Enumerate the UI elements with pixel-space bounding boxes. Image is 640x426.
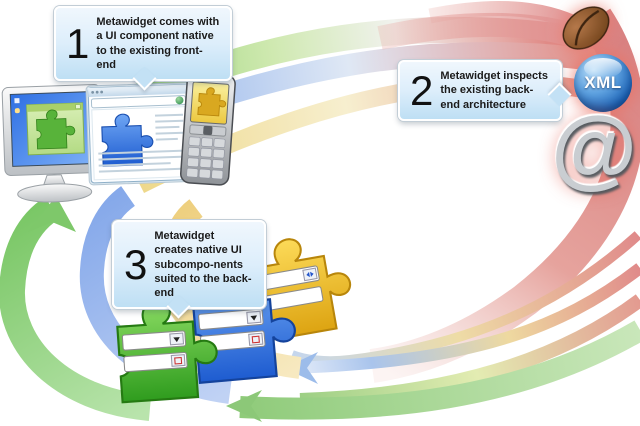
green-arrowhead-icon [226, 390, 262, 422]
globe-icon [175, 96, 184, 105]
green-app-window [26, 102, 85, 156]
blue-arrowhead-icon [284, 352, 318, 384]
email-at-icon: @ [546, 100, 640, 196]
calendar-icon [174, 356, 183, 365]
window-close-icon [75, 104, 81, 109]
callout-step-2: 2 Metawidget inspects the existing back-… [398, 60, 572, 121]
web-browser [85, 82, 194, 186]
callout-step-1: 1 Metawidget comes with a UI component n… [54, 6, 233, 91]
at-glyph: @ [551, 98, 637, 197]
xml-sphere-icon: XML [574, 54, 632, 112]
desktop-icon [14, 108, 20, 114]
step-1-number: 1 [66, 19, 90, 67]
puzzle-widget-green [114, 295, 221, 404]
mobile-phone [180, 72, 236, 186]
desktop-computer [1, 83, 104, 203]
step-3-number: 3 [124, 240, 148, 288]
step-2-number: 2 [410, 66, 434, 114]
date-picker-button [170, 354, 186, 367]
spinner-button [302, 267, 318, 282]
window-control-icon [91, 90, 95, 94]
nav-key [203, 125, 213, 136]
calendar-icon [251, 335, 260, 344]
desktop-icon [14, 98, 20, 104]
date-picker-button [248, 332, 264, 346]
step-1-text: Metawidget comes with a UI component nat… [96, 16, 220, 71]
gloss-highlight [584, 58, 622, 78]
xml-label: XML [584, 73, 622, 92]
puzzle-widget-yellow [246, 228, 359, 343]
green-loop-arrowhead-icon [28, 196, 76, 232]
java-coffee-bean-icon [554, 0, 619, 56]
step-3-text: Metawidget creates native UI subcompo-ne… [154, 230, 252, 300]
window-control-icon [95, 90, 99, 94]
puzzle-widget-blue [190, 272, 300, 384]
window-control-icon [100, 90, 104, 94]
page-text-lines [98, 113, 185, 173]
callout-step-3: 3 Metawidget creates native UI subcompo-… [112, 220, 267, 320]
step-2-text: Metawidget inspects the existing back-en… [440, 70, 548, 111]
keypad [186, 136, 226, 180]
